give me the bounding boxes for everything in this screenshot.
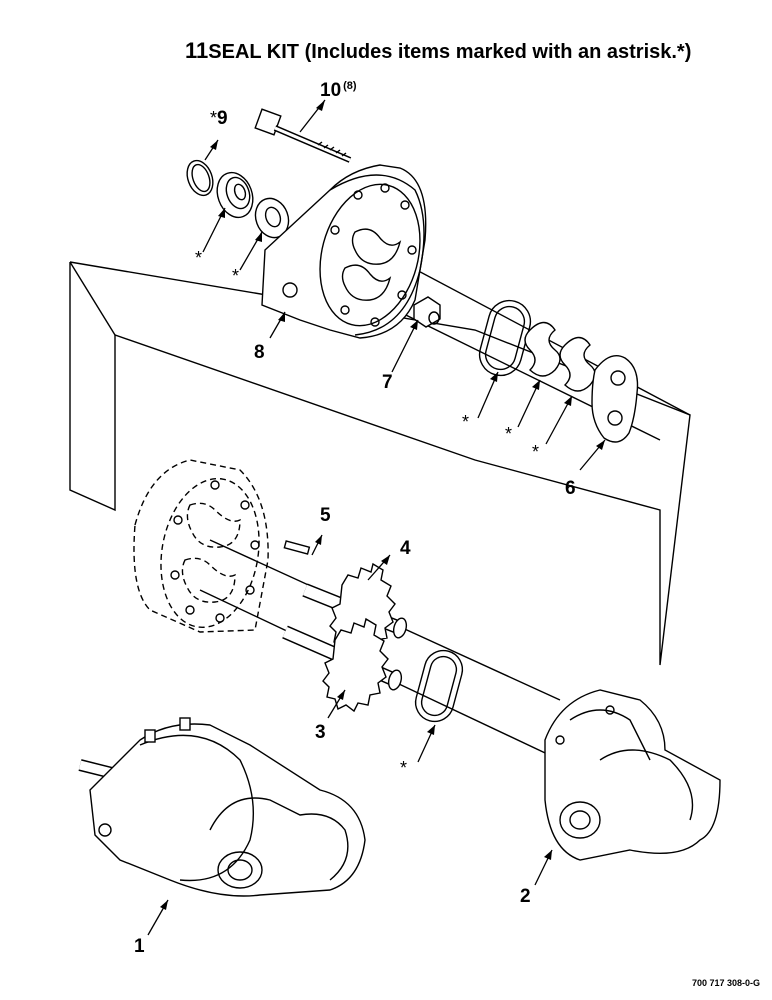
backup-gasket-2 — [559, 336, 596, 392]
retaining-ring-item-9 — [186, 159, 214, 197]
callout-9: *9 — [210, 108, 228, 130]
seal-kit-marker-gasket-2: * — [532, 442, 540, 462]
seal-kit-title-text: SEAL KIT (Includes items marked with an … — [208, 41, 692, 63]
front-cover-item-8 — [261, 164, 427, 339]
key-item-5 — [283, 540, 311, 555]
pump-assembly-item-1 — [78, 717, 366, 897]
callout-9-number: 9 — [217, 108, 228, 129]
callout-10-quantity: (8) — [343, 80, 357, 92]
callout-7: 7 — [382, 372, 393, 393]
bolt-item-10 — [254, 108, 352, 163]
rear-cover-item-2 — [544, 689, 721, 861]
callout-10: 10(8) — [320, 80, 357, 102]
shaft-seal — [216, 171, 254, 219]
seal-kit-marker-o-ring-lower: * — [400, 758, 408, 778]
seal-kit-marker-seal: * — [195, 248, 203, 268]
seal-kit-marker-gasket-1: * — [505, 424, 513, 444]
seal-kit-item-number: 11 — [185, 38, 209, 63]
gear-item-4 — [302, 562, 408, 658]
arrowheads — [160, 100, 605, 910]
backup-gasket-1 — [524, 321, 561, 377]
plug-item-7 — [413, 296, 441, 328]
seal-kit-title: 11SEAL KIT (Includes items marked with a… — [185, 38, 691, 64]
seal-kit-marker-o-ring-upper: * — [462, 412, 470, 432]
center-body-phantom — [133, 459, 269, 633]
wear-plate-item-6 — [591, 355, 639, 443]
callout-9-star: * — [210, 108, 218, 128]
reference-frame-inner — [69, 261, 116, 336]
callout-1: 1 — [134, 936, 145, 957]
callout-8: 8 — [254, 342, 265, 363]
callout-4: 4 — [400, 538, 411, 559]
callout-5: 5 — [320, 505, 331, 526]
callout-10-number: 10 — [320, 80, 342, 101]
callout-6: 6 — [565, 478, 576, 499]
center-body-bolt-holes — [170, 480, 260, 623]
gear-item-3 — [282, 617, 403, 713]
o-ring-lower — [414, 649, 464, 723]
washer — [254, 197, 290, 239]
callout-3: 3 — [315, 722, 326, 743]
drawing-number: 700 717 308-0-G — [691, 978, 760, 988]
callout-2: 2 — [520, 886, 531, 907]
seal-kit-marker-washer: * — [232, 266, 240, 286]
